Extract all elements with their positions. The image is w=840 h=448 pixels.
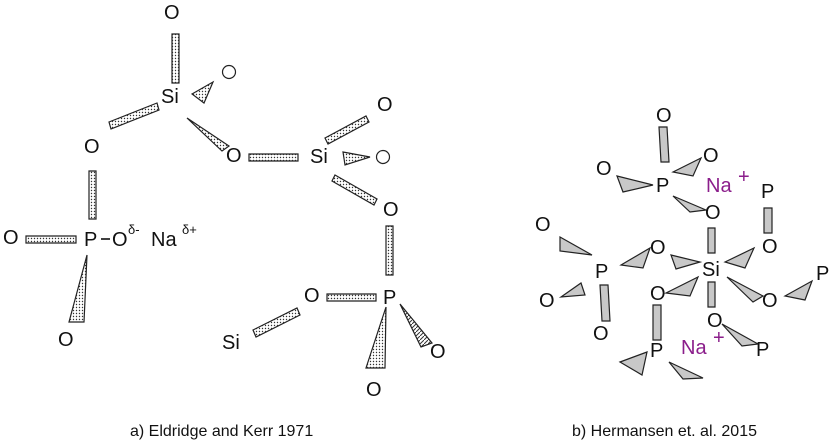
atom-si: Si bbox=[702, 259, 720, 281]
panel-a-bonds bbox=[25, 33, 434, 369]
atom-o-si-bottom: O bbox=[707, 310, 723, 332]
wedge-p1-down bbox=[68, 254, 88, 323]
atom-si-bottom: Si bbox=[222, 332, 240, 354]
atom-o-p2-down: O bbox=[366, 379, 382, 401]
panel-a: O Si O O Si O O O P O δ- Na δ+ O Si O P … bbox=[3, 2, 446, 440]
panel-a-atoms: O Si O O Si O O O P O δ- Na δ+ O Si O P … bbox=[3, 2, 446, 401]
wedge-si1-down bbox=[186, 117, 231, 152]
bond-pt-o-up bbox=[658, 126, 670, 163]
atom-o-si-top: O bbox=[705, 202, 721, 224]
atom-p1-o-down: O bbox=[58, 329, 74, 351]
bond-o-si1 bbox=[171, 33, 180, 84]
wedge-pl-o-ul bbox=[559, 235, 593, 256]
bond-pl-o-down bbox=[599, 284, 611, 322]
atom-pt-o-left: O bbox=[596, 158, 612, 180]
atom-p-left-o-ul: O bbox=[535, 214, 551, 236]
o-small-si1 bbox=[221, 64, 237, 80]
atom-o-top: O bbox=[164, 2, 180, 24]
atom-na: Na bbox=[151, 229, 177, 251]
atom-o-pl-b-up: O bbox=[650, 283, 666, 305]
atom-na-bottom: Na bbox=[681, 337, 707, 359]
wedge-pt-o-left bbox=[616, 175, 654, 193]
atom-o-rt: O bbox=[762, 236, 778, 258]
atom-p-left-o-l: O bbox=[539, 290, 555, 312]
panel-b-atoms: O O O P Na + O P O O O Si P P O O O O O … bbox=[535, 105, 829, 362]
wedge-si-o-right-up bbox=[723, 246, 756, 269]
atom-o-si2-top: O bbox=[377, 94, 393, 116]
atom-p1: P bbox=[84, 229, 97, 251]
wedge-p2-down bbox=[365, 306, 387, 369]
caption-b: b) Hermansen et. al. 2015 bbox=[572, 423, 757, 440]
wedge-p2-right bbox=[399, 303, 434, 348]
bond-si2-o-down bbox=[331, 174, 378, 206]
bond-plb-o-up bbox=[652, 304, 662, 341]
wedge-o-prb bbox=[721, 323, 760, 347]
atom-p-left-o-down: O bbox=[593, 323, 609, 345]
atom-o-p2-left: O bbox=[304, 285, 320, 307]
bond-o-si2 bbox=[248, 153, 299, 162]
bond-si-o-p2 bbox=[252, 307, 301, 338]
wedge-si-o-left2 bbox=[670, 254, 703, 270]
wedge-pt-down bbox=[672, 195, 709, 213]
atom-o-si-left: O bbox=[650, 237, 666, 259]
atom-o-r: O bbox=[762, 290, 778, 312]
wedge-plb-left bbox=[618, 351, 648, 376]
bond-o-p1-horiz bbox=[25, 235, 77, 244]
atom-p-left-bottom: P bbox=[650, 340, 663, 362]
bond-o-p1-vert bbox=[88, 170, 97, 220]
atom-o-bridge-si: O bbox=[226, 145, 242, 167]
o-small-si2 bbox=[375, 149, 391, 165]
atom-p1-o-right: O bbox=[112, 229, 128, 251]
atom-na-charge: δ+ bbox=[182, 222, 197, 237]
atom-o-left-bridge: O bbox=[84, 136, 100, 158]
atom-p-top: P bbox=[656, 175, 669, 197]
bond-prt-o bbox=[763, 207, 773, 234]
atom-p2: P bbox=[383, 287, 396, 309]
panel-b-bonds bbox=[558, 126, 814, 380]
atom-p1-o-left: O bbox=[3, 227, 19, 249]
wedge-r-o-p bbox=[783, 279, 814, 301]
wedge-pl-o-l bbox=[558, 282, 586, 298]
atom-pt-o-right: O bbox=[703, 145, 719, 167]
atom-p-right: P bbox=[816, 263, 829, 285]
atom-na-top: Na bbox=[706, 175, 732, 197]
wedge-pt-o-right bbox=[671, 156, 703, 177]
wedge-si-o-right bbox=[726, 276, 765, 303]
wedge-si1-right bbox=[190, 80, 215, 104]
atom-p-right-top: P bbox=[761, 181, 774, 203]
bond-si-o-bottom bbox=[707, 281, 716, 308]
wedge-si2-right bbox=[342, 151, 371, 166]
atom-p-right-bottom: P bbox=[756, 339, 769, 361]
atom-p1-o-right-charge: δ- bbox=[128, 222, 140, 237]
bond-o-p2-horiz bbox=[326, 293, 377, 302]
bond-si1-o-left bbox=[108, 102, 160, 130]
atom-na-top-charge: + bbox=[738, 166, 750, 188]
caption-a: a) Eldridge and Kerr 1971 bbox=[130, 423, 313, 440]
bond-si2-o-up bbox=[324, 115, 370, 145]
bond-si-o-top bbox=[707, 227, 716, 254]
atom-p-left: P bbox=[595, 261, 608, 283]
atom-na-bottom-charge: + bbox=[713, 327, 725, 349]
atom-o-p2-right: O bbox=[430, 341, 446, 363]
wedge-si-o-down-left bbox=[663, 275, 700, 297]
wedge-o-left-si bbox=[619, 246, 652, 269]
panel-b: O O O P Na + O P O O O Si P P O O O O O … bbox=[535, 105, 829, 440]
atom-pt-o-up: O bbox=[656, 105, 672, 127]
atom-o-si2-down: O bbox=[383, 199, 399, 221]
bond-o-p2-vert bbox=[385, 225, 394, 276]
atom-si1: Si bbox=[161, 86, 179, 108]
atom-si2: Si bbox=[310, 146, 328, 168]
wedge-plb-right bbox=[668, 361, 704, 380]
